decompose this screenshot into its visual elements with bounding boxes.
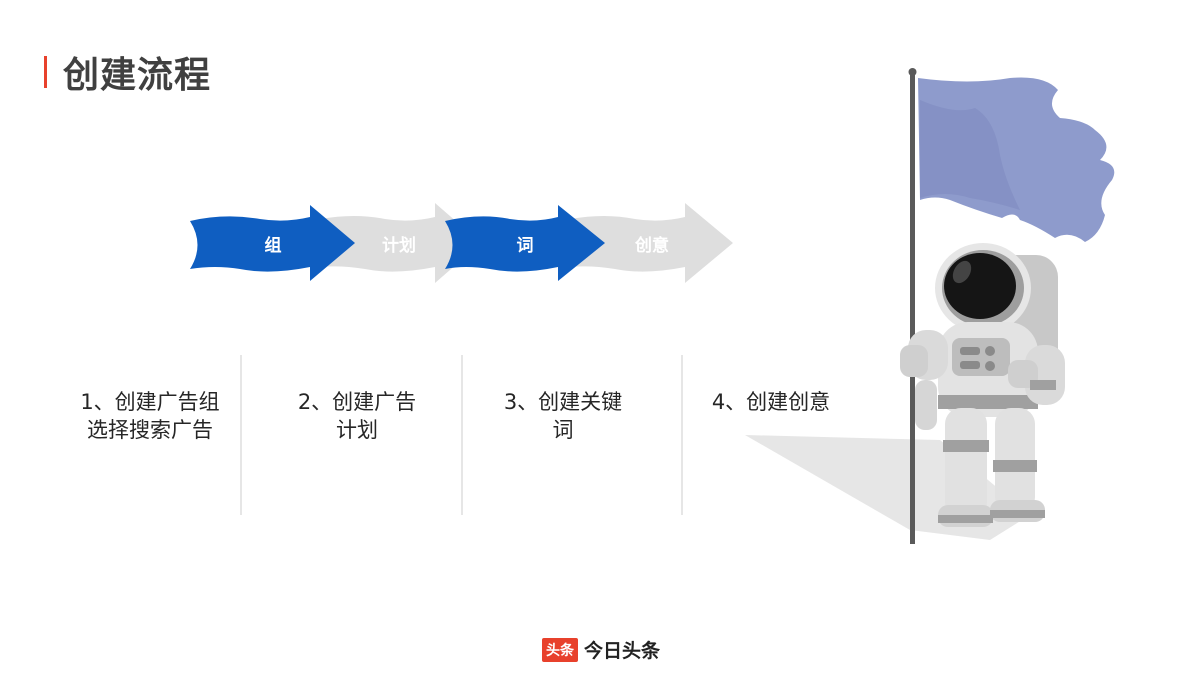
step-2-text: 2、创建广告 计划: [257, 388, 457, 444]
page-title-block: 创建流程: [44, 48, 211, 96]
process-flow: 计划 创意 组 词: [190, 203, 733, 283]
step-4-line1: 4、创建创意: [711, 390, 831, 414]
astronaut-with-flag-icon: [745, 68, 1115, 544]
step-1-text: 1、创建广告组 选择搜索广告: [50, 388, 250, 444]
arrow-3-label: 词: [517, 236, 534, 256]
step-3-line1: 3、创建关键: [503, 390, 623, 414]
footer-logo: 头条 今日头条: [542, 636, 660, 663]
arrow-4: [570, 203, 733, 283]
arrow-1-label: 组: [265, 235, 282, 256]
toutiao-logo-icon: 头条: [542, 637, 578, 662]
step-divider-1: [240, 355, 242, 515]
step-2-line1: 2、创建广告: [297, 390, 417, 414]
arrow-2-label: 计划: [382, 235, 416, 256]
step-1-line1: 1、创建广告组: [80, 390, 220, 414]
step-3-text: 3、创建关键 词: [463, 388, 663, 444]
step-3-line2: 词: [552, 418, 574, 442]
step-4-text: 4、创建创意: [671, 388, 871, 416]
arrow-4-label: 创意: [634, 235, 669, 256]
step-divider-3: [681, 355, 683, 515]
step-1-line2: 选择搜索广告: [87, 418, 213, 442]
footer-brand-text: 今日头条: [584, 640, 661, 662]
step-divider-2: [461, 355, 463, 515]
title-accent-bar: [44, 56, 47, 88]
arrow-1: [190, 205, 355, 281]
arrow-3: [445, 205, 605, 281]
arrow-2: [320, 203, 481, 283]
page-title: 创建流程: [63, 55, 212, 96]
step-2-line2: 计划: [336, 418, 378, 442]
